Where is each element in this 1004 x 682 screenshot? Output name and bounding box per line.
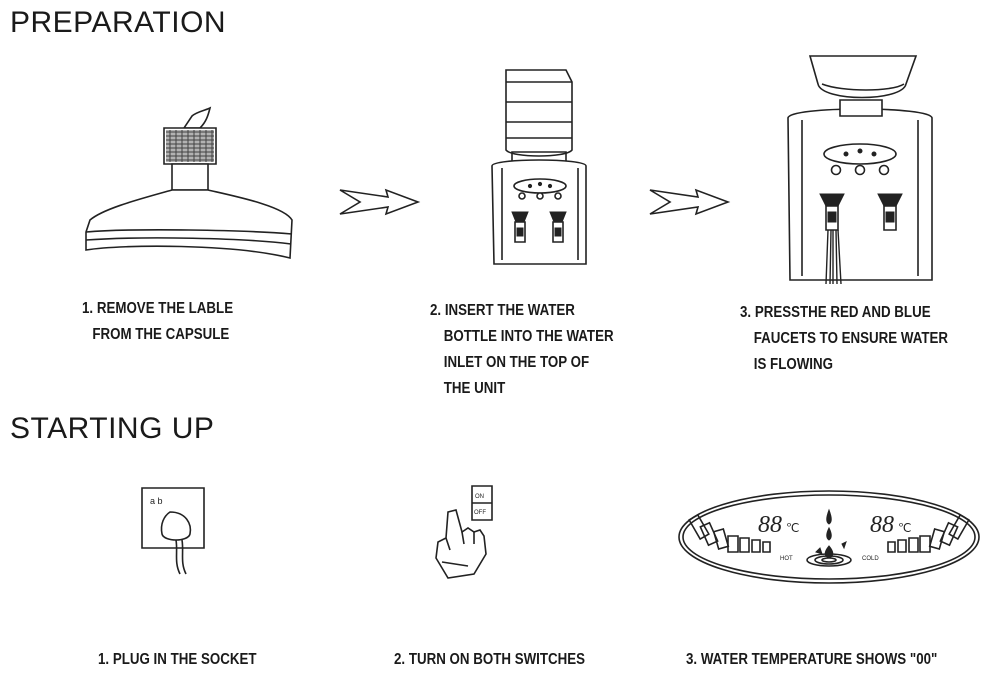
water-dispenser-icon bbox=[488, 68, 592, 268]
hot-temp-unit: ℃ bbox=[786, 521, 799, 535]
socket-plug-icon: a b bbox=[140, 486, 206, 578]
preparation-heading: PREPARATION bbox=[10, 6, 227, 39]
startup-step-3-caption: 3. WATER TEMPERATURE SHOWS "00" bbox=[686, 647, 937, 673]
socket-marks: a b bbox=[150, 496, 163, 506]
bottle-capsule-icon bbox=[84, 108, 300, 264]
caption-line: BOTTLE INTO THE WATER bbox=[443, 328, 614, 345]
temperature-display-icon: 88 ℃ 88 ℃ HOT COLD bbox=[676, 488, 982, 586]
hot-temp-readout: 88 bbox=[758, 512, 782, 538]
caption-line: 1. REMOVE THE LABLE bbox=[82, 300, 234, 317]
prep-step-2-caption: 2. INSERT THE WATER BOTTLE INTO THE WATE… bbox=[430, 298, 614, 402]
prep-step-1-caption: 1. REMOVE THE LABLE FROM THE CAPSULE bbox=[82, 296, 233, 348]
cold-temp-readout: 88 bbox=[870, 512, 894, 538]
startup-step-2-caption: 2. TURN ON BOTH SWITCHES bbox=[394, 647, 585, 673]
caption-line: INLET ON THE TOP OF bbox=[443, 354, 590, 371]
switch-off-label: OFF bbox=[474, 510, 486, 516]
caption-line: THE UNIT bbox=[443, 380, 506, 397]
hand-switch-icon: ON OFF bbox=[428, 484, 504, 580]
cold-temp-unit: ℃ bbox=[898, 521, 911, 535]
caption-line: 3. WATER TEMPERATURE SHOWS "00" bbox=[686, 651, 938, 668]
arrow-right-icon bbox=[648, 188, 730, 216]
starting-up-heading: STARTING UP bbox=[10, 412, 215, 445]
switch-on-label: ON bbox=[475, 494, 484, 500]
caption-line: 2. INSERT THE WATER bbox=[430, 302, 575, 319]
arrow-right-icon bbox=[338, 188, 420, 216]
water-dispenser-flowing-icon bbox=[782, 54, 938, 286]
caption-line: 2. TURN ON BOTH SWITCHES bbox=[394, 651, 586, 668]
caption-line: 3. PRESSTHE RED AND BLUE bbox=[740, 304, 931, 321]
caption-line: FAUCETS TO ENSURE WATER bbox=[753, 330, 949, 347]
cold-label: COLD bbox=[862, 556, 879, 562]
caption-line: IS FLOWING bbox=[753, 356, 834, 373]
caption-line: FROM THE CAPSULE bbox=[92, 326, 230, 343]
prep-step-3-caption: 3. PRESSTHE RED AND BLUE FAUCETS TO ENSU… bbox=[740, 300, 948, 378]
startup-step-1-caption: 1. PLUG IN THE SOCKET bbox=[98, 647, 257, 673]
caption-line: 1. PLUG IN THE SOCKET bbox=[98, 651, 257, 668]
hot-label: HOT bbox=[780, 556, 793, 562]
